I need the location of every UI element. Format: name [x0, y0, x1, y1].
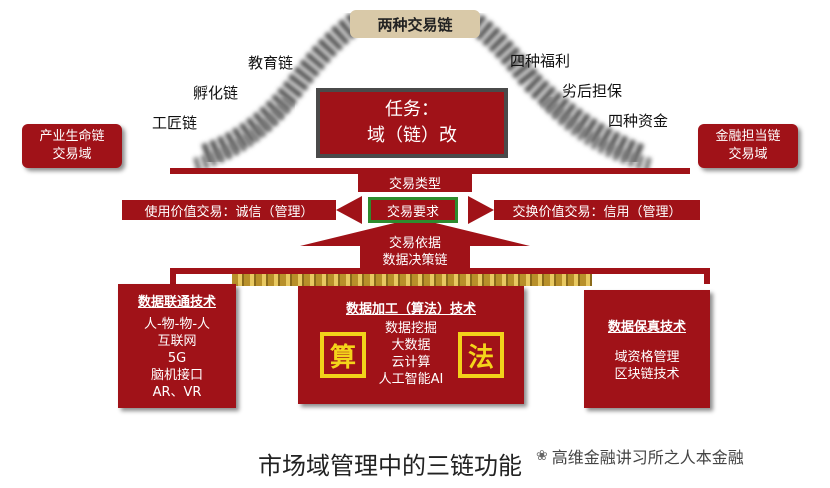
tech-mid-box: 数据加工（算法）技术 数据挖掘 大数据 云计算 人工智能AI 算 法 [298, 286, 524, 404]
caption: 市场域管理中的三链功能 [258, 452, 522, 480]
tech-right-title: 数据保真技术 [607, 319, 686, 335]
trade-requirement-box: 交易要求 [368, 197, 458, 223]
tech-left-title: 数据联通技术 [137, 295, 216, 310]
tech-mid-item-4: 人工智能AI [378, 372, 444, 387]
tech-right-item-1: 域资格管理 [614, 349, 680, 365]
trade-basis-line-2: 数据决策链 [382, 253, 448, 268]
exchange-value-label: 交换价值交易：信用（管理） [512, 204, 682, 220]
trade-basis-line-1: 交易依据 [388, 236, 441, 251]
right-chain-label-1: 四种福利 [510, 52, 571, 70]
tech-mid-title: 数据加工（算法）技术 [345, 302, 476, 317]
tech-left-item-3: 5G [167, 351, 187, 366]
watermark-text: 高维金融讲习所之人本金融 [551, 448, 744, 467]
tech-mid-item-3: 云计算 [391, 355, 431, 370]
left-chain-label-3: 工匠链 [152, 114, 198, 132]
tech-left-item-4: 脑机接口 [150, 368, 203, 383]
left-domain-line-1: 产业生命链 [39, 129, 105, 144]
right-domain-line-1: 金融担当链 [715, 129, 781, 144]
trade-type-box: 交易类型 [358, 172, 472, 192]
trade-basis-box: 交易依据 数据决策链 [360, 232, 470, 272]
task-box: 任务： 域（链）改 [316, 88, 508, 158]
left-chain-label-1: 教育链 [248, 54, 294, 72]
algorithm-badge-right: 法 [458, 332, 504, 378]
tech-left-item-2: 互联网 [157, 334, 197, 349]
tech-mid-item-2: 大数据 [391, 338, 431, 353]
task-line-1: 任务： [385, 99, 439, 120]
use-value-box: 使用价值交易：诚信（管理） [122, 200, 336, 220]
tech-left-box: 数据联通技术 人-物-物-人 互联网 5G 脑机接口 AR、VR [118, 284, 236, 408]
trade-requirement-label: 交易要求 [386, 204, 439, 220]
exchange-value-box: 交换价值交易：信用（管理） [494, 200, 700, 220]
left-domain-box: 产业生命链 交易域 [22, 124, 122, 168]
tech-mid-item-1: 数据挖掘 [384, 321, 437, 336]
algorithm-badge-left: 算 [320, 332, 366, 378]
right-chain-label-3: 四种资金 [608, 112, 669, 130]
tech-right-item-2: 区块链技术 [614, 366, 680, 382]
right-domain-line-2: 交易域 [728, 147, 768, 162]
tech-right-box: 数据保真技术 域资格管理 区块链技术 [584, 290, 710, 408]
top-title-banner: 两种交易链 [350, 10, 480, 38]
right-chain-label-2: 劣后担保 [562, 82, 623, 100]
left-chain-label-2: 孵化链 [193, 84, 239, 102]
watermark: ❀ 高维金融讲习所之人本金融 [536, 444, 744, 468]
wechat-icon: ❀ [536, 448, 548, 464]
left-domain-line-2: 交易域 [52, 147, 92, 162]
tech-mid-items: 数据挖掘 大数据 云计算 人工智能AI [364, 320, 458, 388]
tech-left-item-5: AR、VR [152, 385, 202, 400]
use-value-label: 使用价值交易：诚信（管理） [144, 204, 314, 220]
tech-left-item-1: 人-物-物-人 [143, 317, 211, 332]
trade-type-label: 交易类型 [388, 176, 441, 192]
task-line-2: 域（链）改 [367, 125, 457, 146]
right-domain-box: 金融担当链 交易域 [698, 124, 798, 168]
top-title: 两种交易链 [377, 15, 453, 34]
gold-chain-strip [232, 274, 592, 286]
